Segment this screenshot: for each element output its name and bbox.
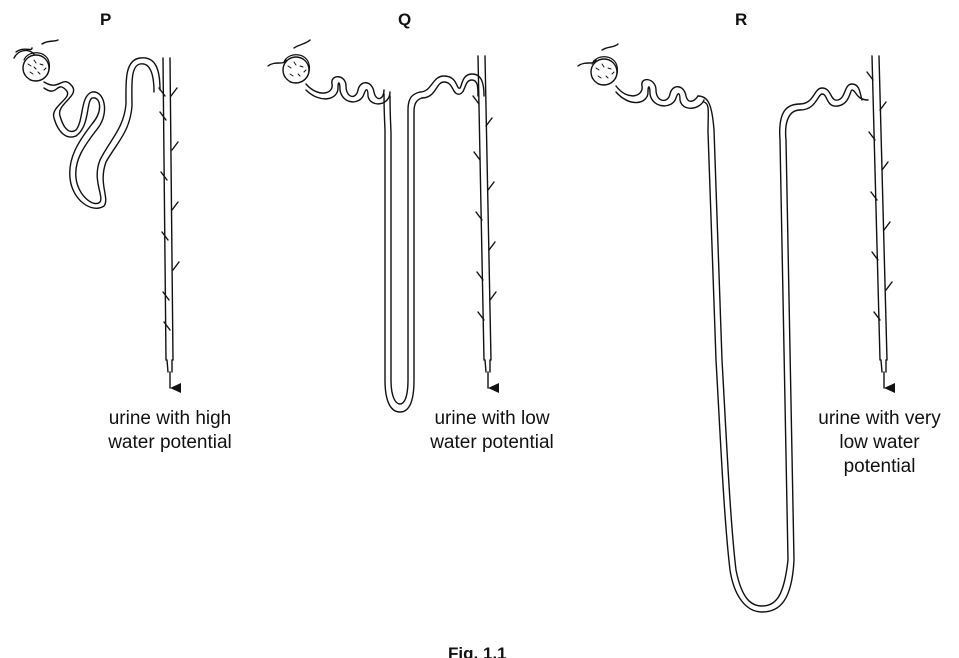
- nephron-q: [267, 39, 499, 413]
- caption-r-line-3: potential: [843, 456, 916, 477]
- collecting-duct-r: [866, 55, 895, 393]
- glomerulus-r: [577, 43, 619, 86]
- glomerulus-p: [13, 39, 59, 82]
- figure-caption: Fig. 1.1: [448, 644, 507, 658]
- collecting-duct-p: [158, 57, 181, 393]
- caption-p: urine with high water potential: [90, 407, 250, 455]
- caption-q: urine with low water potential: [412, 407, 572, 455]
- caption-r-line-1: urine with very: [818, 408, 941, 429]
- label-q: Q: [398, 10, 412, 29]
- label-p: P: [100, 10, 112, 29]
- nephron-r: [577, 43, 895, 613]
- caption-p-line-2: water potential: [108, 432, 232, 453]
- glomerulus-q: [267, 39, 311, 84]
- label-r: R: [735, 10, 748, 29]
- collecting-duct-q: [472, 55, 499, 393]
- nephron-p: [13, 39, 181, 393]
- caption-q-line-2: water potential: [430, 432, 554, 453]
- caption-r: urine with very low water potential: [800, 407, 959, 479]
- caption-p-line-1: urine with high: [108, 408, 232, 429]
- caption-q-line-1: urine with low: [434, 408, 550, 429]
- caption-r-line-2: low water: [839, 432, 920, 453]
